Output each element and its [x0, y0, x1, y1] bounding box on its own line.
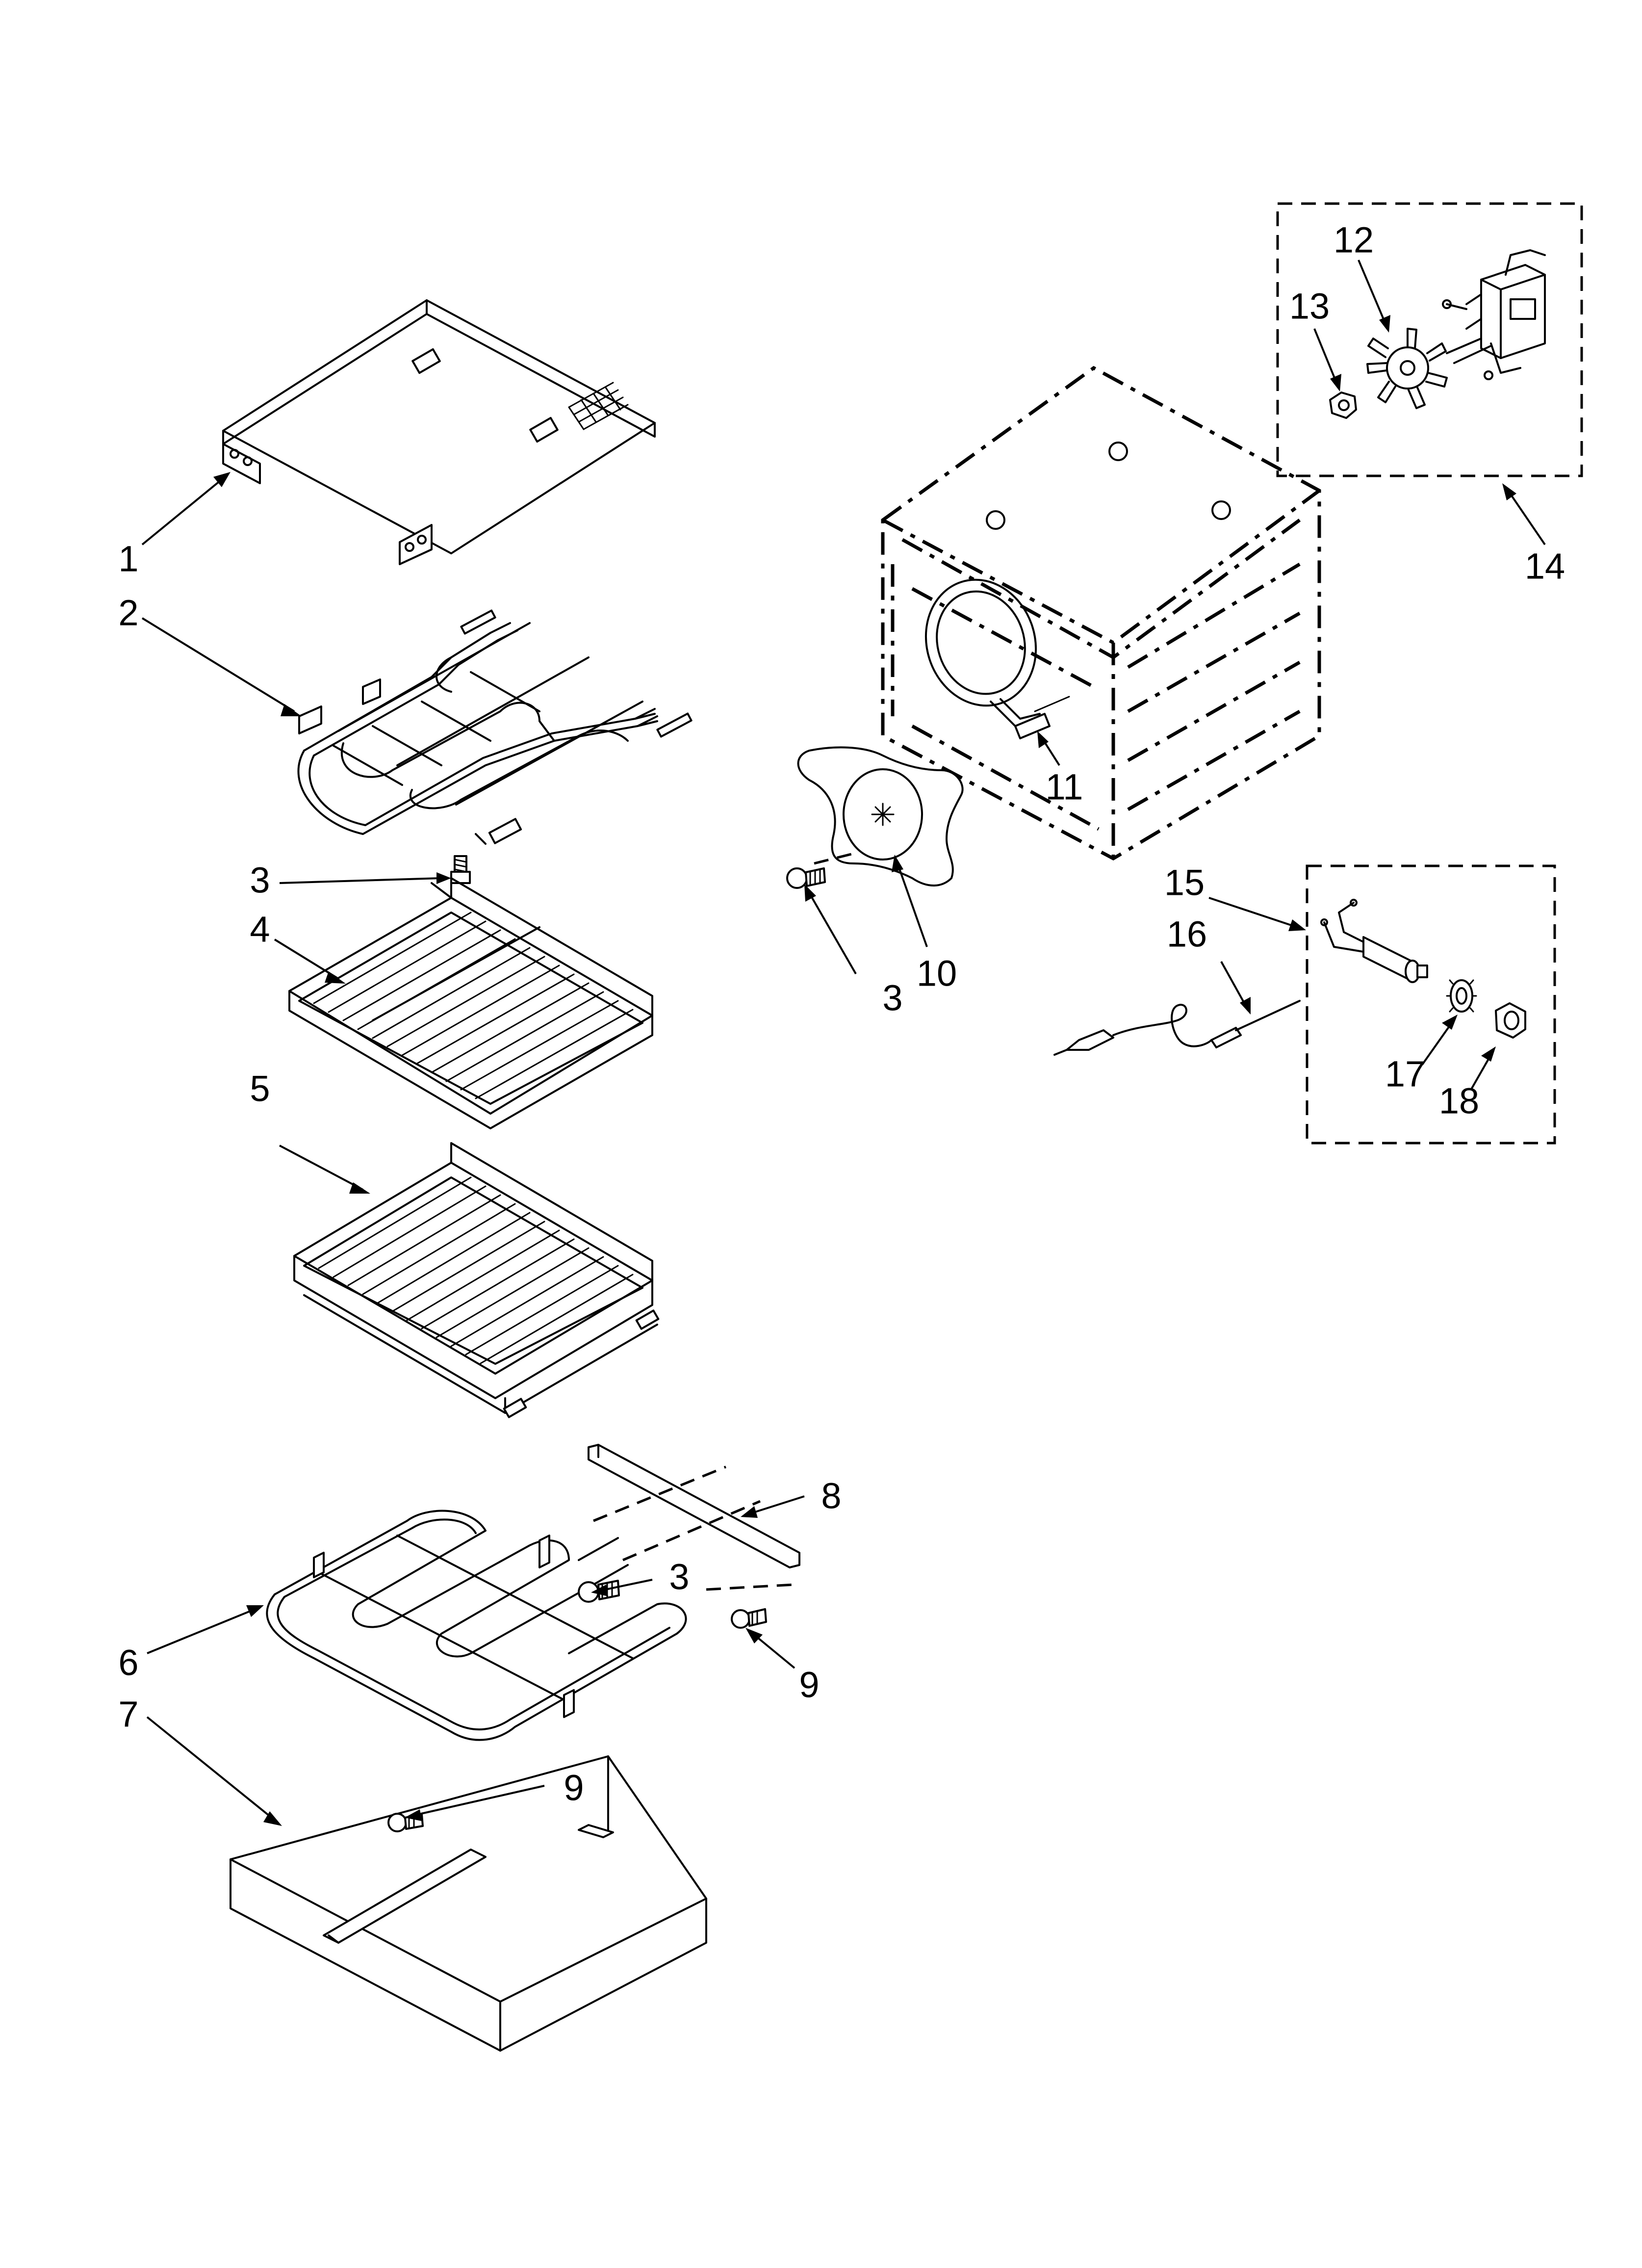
- kit-14-outline: [1276, 202, 1583, 477]
- part-2-broil-element: [297, 609, 693, 845]
- callout-11: 11: [1046, 767, 1083, 808]
- callout-8: 8: [821, 1476, 841, 1516]
- part-10-fan-baffle: [797, 746, 964, 886]
- callout-1: 1: [118, 539, 138, 579]
- part-17-lock-washer: [1446, 979, 1477, 1013]
- part-9-screw-right: [731, 1608, 767, 1629]
- part-3-screw-baffle: [786, 867, 826, 889]
- callout-5: 5: [250, 1069, 270, 1109]
- callout-3: 3: [882, 978, 902, 1018]
- callout-17: 17: [1385, 1054, 1425, 1095]
- callout-18: 18: [1439, 1081, 1479, 1121]
- part-18-nut: [1495, 1002, 1526, 1039]
- part-11-convection-element: [924, 578, 1070, 739]
- callout-12: 12: [1334, 220, 1374, 261]
- callout-4: 4: [250, 909, 270, 950]
- callout-9: 9: [564, 1768, 584, 1808]
- callout-3: 3: [250, 860, 270, 901]
- callout-labels: 1 2 3 4 5 6 7 8 3 9 9 3 10 11 12 13 14 1…: [118, 220, 1565, 1808]
- part-8-element-bracket: [588, 1444, 800, 1591]
- callout-10: 10: [917, 953, 957, 994]
- callout-2: 2: [118, 593, 138, 633]
- callout-3: 3: [669, 1557, 689, 1597]
- part-7-bottom-tray: [230, 1755, 707, 2052]
- part-1-top-panel: [222, 299, 656, 565]
- part-15-probe-jack: [1320, 899, 1428, 983]
- callout-16: 16: [1167, 914, 1207, 955]
- part-6-bake-element: [266, 1510, 687, 1741]
- part-14-fan-motor: [1442, 249, 1546, 380]
- part-16-meat-probe: [1053, 1000, 1301, 1056]
- part-13-nut: [1329, 391, 1357, 419]
- part-5-rolling-rack: [293, 1142, 660, 1418]
- vent-grille: [568, 382, 629, 430]
- callout-6: 6: [118, 1642, 138, 1683]
- callout-9: 9: [799, 1665, 819, 1705]
- callout-13: 13: [1289, 286, 1330, 327]
- part-12-fan-blade: [1366, 328, 1448, 409]
- leader-lines: [141, 260, 1546, 1826]
- callout-14: 14: [1525, 546, 1565, 587]
- part-4-oven-rack: [288, 877, 653, 1129]
- kit-15-outline: [1306, 864, 1556, 1145]
- callout-7: 7: [118, 1694, 138, 1735]
- callout-15: 15: [1164, 862, 1205, 903]
